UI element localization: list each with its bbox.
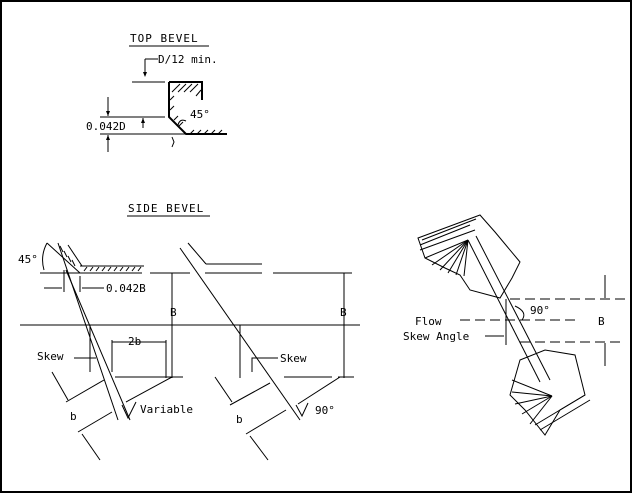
- extension-line: [249, 435, 269, 461]
- angle-arc: [514, 305, 525, 321]
- extension-line: [51, 371, 69, 401]
- side-angle-45-label: 45°: [18, 253, 38, 266]
- upper-wingwall: [417, 214, 521, 299]
- plan-dim-b-label: B: [598, 315, 605, 328]
- bevel-outline: [169, 81, 203, 100]
- dim-0042b-label: 0.042B: [106, 282, 146, 295]
- skew-plan-view: B Flow Skew Angle 90°: [403, 214, 625, 436]
- dim-0042d-label: 0.042D: [86, 120, 126, 133]
- skew-right-label: Skew: [280, 352, 307, 365]
- extension-line: [214, 376, 233, 403]
- arrowhead: [106, 135, 110, 140]
- dim-b-right-label: B: [340, 306, 347, 319]
- plan-angle-90-label: 90°: [530, 304, 550, 317]
- skew-wall-line: [65, 269, 131, 421]
- dimension-line: [245, 409, 287, 435]
- b-right-label: b: [236, 413, 243, 426]
- top-bevel-title: TOP BEVEL: [130, 32, 199, 45]
- bevel-outline: [168, 82, 227, 135]
- arrowhead: [141, 118, 145, 123]
- dim-b-left-label: B: [170, 306, 177, 319]
- extension-line: [81, 433, 101, 461]
- hatching: [59, 245, 142, 272]
- arrowhead: [143, 72, 147, 77]
- fan-hatching: [511, 379, 591, 431]
- arrowhead: [106, 111, 110, 116]
- bevel-edge: [187, 242, 207, 265]
- leader: [251, 357, 278, 372]
- top-bevel-detail: TOP BEVEL D/12 min. 45°: [86, 32, 227, 152]
- bevel-edge: [67, 244, 83, 267]
- fan-hatching: [419, 218, 477, 277]
- dimension-line: [77, 411, 113, 433]
- skew-angle-label: Skew Angle: [403, 330, 469, 343]
- angle-marker: [121, 401, 137, 420]
- skew-left-label: Skew: [37, 350, 64, 363]
- ground-slope: [297, 376, 341, 405]
- dim-2b-label: 2b: [128, 335, 141, 348]
- dimension-line: [65, 379, 105, 403]
- d12-min-label: D/12 min.: [158, 53, 218, 66]
- top-bevel-angle-label: 45°: [190, 108, 210, 121]
- angle-arc: [42, 242, 48, 271]
- hatching: [169, 83, 223, 135]
- dimension-line: [229, 382, 271, 406]
- ground-slope: [125, 376, 173, 403]
- break-line: [171, 136, 175, 148]
- angle-marker: [295, 402, 309, 418]
- culvert-wall: [475, 235, 551, 381]
- skew-wall-line: [57, 242, 119, 421]
- side-bevel-title: SIDE BEVEL: [128, 202, 204, 215]
- b-left-label: b: [70, 410, 77, 423]
- variable-label: Variable: [140, 403, 193, 416]
- culvert-wall: [467, 239, 541, 383]
- angle-arc: [177, 119, 187, 126]
- angle-90-label: 90°: [315, 404, 335, 417]
- side-bevel-detail: SIDE BEVEL 45° 0.042B B: [18, 202, 360, 461]
- flow-label: Flow: [415, 315, 442, 328]
